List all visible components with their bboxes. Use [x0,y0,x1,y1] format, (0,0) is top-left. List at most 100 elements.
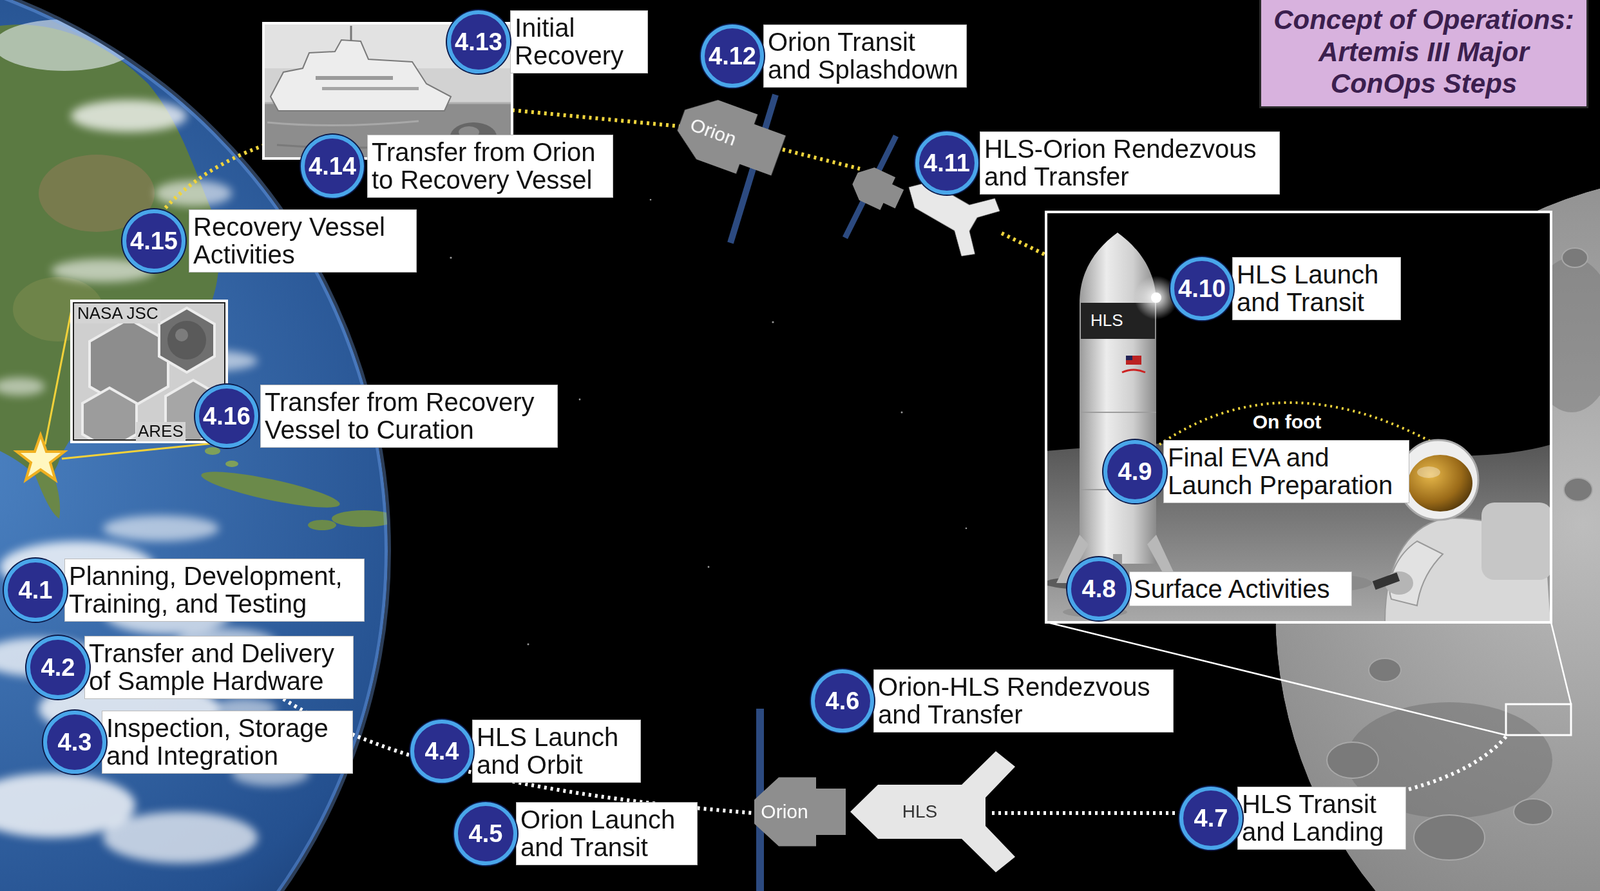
step-box: Surface Activities [1129,571,1353,607]
callout-number: 4.6 [825,687,860,715]
step-number-circle: 4.2 [26,635,90,699]
recovery-photo [315,76,393,80]
lunar-surface-inset [1043,211,1553,623]
step-label: Recovery Vessel Activities [193,213,413,269]
orion-shape [754,777,846,847]
vehicle-label: Orion [687,113,740,151]
step-label: Orion Launch and Transit [520,805,694,862]
step-number-circle: 4.10 [1170,257,1234,321]
stars [579,398,581,401]
location-star [16,434,65,480]
callout-number: 4.9 [1118,457,1153,486]
step-number-circle: 4.3 [43,710,107,774]
stars [707,566,710,569]
callout-number: 4.13 [454,28,503,57]
step-box: Transfer and Delivery of Sample Hardware [84,635,354,699]
step-number-circle: 4.7 [1179,786,1243,850]
zoom-leader-line [1551,622,1572,705]
lunar-surface-inset [1151,292,1162,303]
lunar-surface-inset [1079,411,1157,413]
lunar-surface-inset [1125,355,1142,365]
orion-capsule-small [847,162,908,216]
moon [1326,742,1379,779]
moon [1413,814,1485,860]
moon [1561,247,1588,268]
recovery-photo [322,86,419,91]
recovery-photo [350,25,353,42]
return-trajectory [512,110,680,127]
step-box: Initial Recovery [510,10,648,74]
callout-number: 4.5 [468,819,504,848]
stars [771,320,774,323]
lunar-surface-inset [1481,502,1552,580]
stars [901,411,904,414]
step-number-circle: 4.4 [410,719,474,783]
step-box: Orion-HLS Rendezvous and Transfer [873,669,1174,733]
earth-globe [154,180,232,207]
callout-number: 4.14 [308,152,357,181]
lunar-surface-inset [1408,454,1473,512]
callout-number: 4.16 [202,402,251,431]
step-box: Transfer from Orion to Recovery Vessel [367,134,614,198]
hls-shape [850,751,1016,873]
curation-photo [159,307,215,373]
curation-photo [167,320,207,360]
step-label: HLS Launch and Orbit [476,723,637,779]
callout-number: 4.1 [18,576,53,605]
hls-lander: HLS [848,747,1020,877]
title-box: Concept of Operations: Artemis III Major… [1259,0,1589,109]
location-leader-line [61,441,227,459]
step-box: Planning, Development, Training, and Tes… [64,558,365,622]
outbound-trajectory [283,698,754,813]
vehicle-label-holder: HLS [877,747,962,877]
location-leader-line [45,306,73,445]
picture-label: ARES [135,421,186,442]
lunar-surface-inset [1079,299,1157,564]
recovery-photo [267,121,419,126]
solar-array [730,94,896,891]
step-label: Transfer from Recovery Vessel to Curatio… [264,388,554,444]
step-label: Transfer and Delivery of Sample Hardware [88,639,350,696]
step-label: Orion Transit and Splashdown [767,28,963,84]
earth-globe [307,519,337,531]
step-box: Orion Launch and Transit [515,801,698,866]
earth-globe [204,447,221,455]
callout-number: 4.4 [425,737,460,766]
lunar-surface-inset [1159,402,1437,445]
lunar-surface-inset [1125,355,1133,361]
step-label: Final EVA and Launch Preparation [1167,443,1405,500]
step-number-circle: 4.16 [195,384,259,448]
step-number-circle: 4.5 [454,801,518,866]
step-label: Surface Activities [1133,575,1348,603]
lunar-surface-inset [1046,211,1552,623]
stars [965,527,968,530]
step-label: Transfer from Orion to Recovery Vessel [371,138,609,194]
picture-label: HLS [1088,311,1126,331]
step-number-circle: 4.1 [3,558,67,622]
earth-globe [70,99,187,133]
lunar-surface-inset [1046,211,1552,623]
step-label: Orion-HLS Rendezvous and Transfer [877,673,1170,729]
step-box: Final EVA and Launch Preparation [1163,439,1410,504]
step-label: HLS-Orion Rendezvous and Transfer [984,135,1276,191]
vehicle-label-holder: Orion [751,772,818,851]
callout-number: 4.3 [57,728,93,757]
step-box: HLS Launch and Orbit [472,719,641,783]
stars [527,643,530,646]
earth-globe [199,464,343,515]
lunar-surface-inset [1122,369,1146,373]
step-box: HLS-Orion Rendezvous and Transfer [979,131,1280,195]
callout-number: 4.12 [708,42,757,71]
vehicle-label: HLS [902,801,938,822]
path-tag: On foot [1245,409,1330,435]
step-box: Orion Transit and Splashdown [763,24,967,88]
orion-shape [670,90,790,185]
step-label: Initial Recovery [514,14,644,70]
zoom-area-marker [1505,704,1572,735]
curation-photo [175,328,189,342]
step-number-circle: 4.6 [810,669,875,733]
step-box: Transfer from Recovery Vessel to Curatio… [260,384,558,448]
earth-globe [103,515,220,542]
moon [1513,798,1553,825]
tag-label: On foot [1252,410,1322,433]
